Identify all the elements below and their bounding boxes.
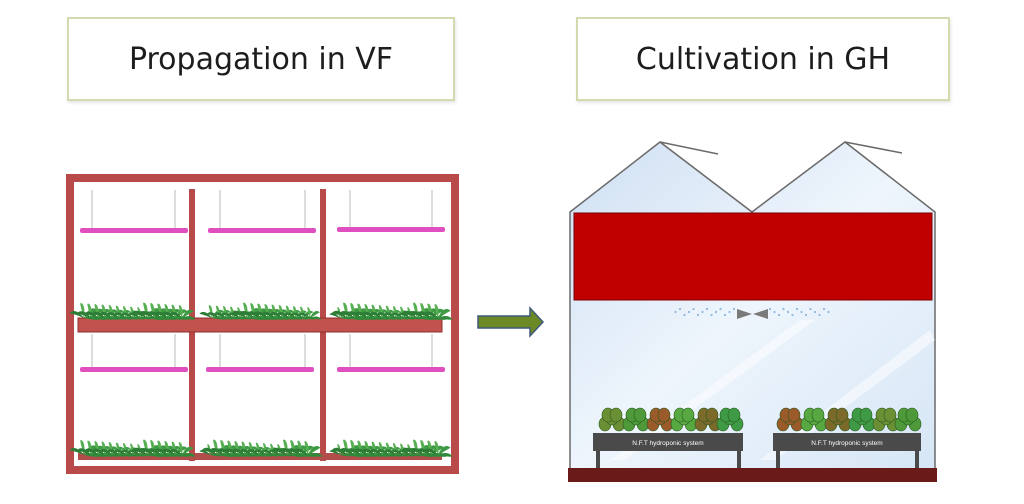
vf-shelf — [77, 317, 443, 333]
lettuce-plant-icon — [824, 407, 852, 432]
lettuce-plant-icon — [800, 407, 828, 432]
led-grow-lights-bottom — [80, 334, 445, 372]
title-cultivation: Cultivation in GH — [576, 17, 950, 101]
mist-nozzle-icon — [674, 307, 830, 319]
led-grow-light-icon — [206, 367, 314, 372]
nft-channel — [773, 433, 921, 451]
roof-vent-right — [844, 141, 903, 154]
lettuce-plant-icon — [776, 407, 804, 432]
roof-vent-left — [659, 141, 719, 155]
vf-bottom-tray — [78, 453, 442, 460]
lettuce-plant-icon — [716, 407, 744, 432]
greenhouse-icon: N.F.T hydroponic system N.F.T hydroponic… — [568, 141, 937, 482]
led-grow-light-icon — [337, 367, 445, 372]
nft-channel — [593, 433, 743, 451]
title-cultivation-text: Cultivation in GH — [635, 41, 891, 77]
lettuce-plants — [598, 407, 922, 432]
nft-label-left: N.F.T hydroponic system — [632, 440, 703, 447]
led-grow-light-icon — [80, 228, 188, 233]
nft-system-right: N.F.T hydroponic system — [773, 433, 921, 468]
title-propagation: Propagation in VF — [67, 17, 455, 101]
lettuce-plant-icon — [646, 407, 674, 432]
led-grow-lights-top — [80, 190, 445, 233]
led-grow-light-icon — [80, 367, 188, 372]
lettuce-plant-icon — [622, 407, 650, 432]
title-propagation-text: Propagation in VF — [128, 41, 394, 77]
led-grow-light-icon — [337, 227, 445, 232]
vertical-farm — [66, 174, 459, 474]
nft-system-left: N.F.T hydroponic system — [593, 433, 743, 468]
led-grow-light-icon — [208, 228, 316, 233]
greenhouse-screen — [573, 212, 933, 301]
arrow-right-icon — [477, 306, 545, 338]
lettuce-plant-icon — [670, 407, 698, 432]
greenhouse-ground — [568, 468, 937, 482]
lettuce-plant-icon — [848, 407, 876, 432]
lettuce-plant-icon — [694, 407, 722, 432]
nft-label-right: N.F.T hydroponic system — [811, 440, 882, 447]
lettuce-plant-icon — [894, 407, 922, 432]
